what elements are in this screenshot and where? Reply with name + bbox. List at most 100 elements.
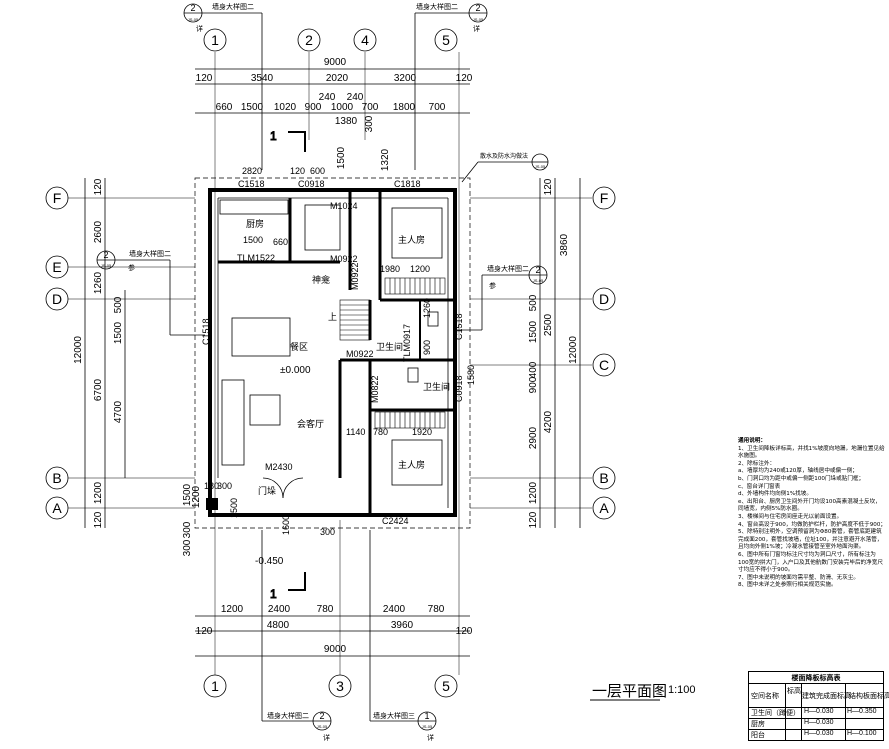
notes-line: a、墙厚均为240或120厚，轴线居中或偏一侧；	[738, 468, 858, 475]
callout-sheet-tl: JS-05	[188, 17, 199, 22]
axis-label-top-4: 4	[361, 32, 369, 48]
svg-text:1200: 1200	[528, 481, 539, 504]
callout-can-rm: 参	[489, 281, 496, 290]
door-window-tags: C1518 C0918 C1818 M1024 TLM1522 M0922 M0…	[201, 166, 476, 537]
svg-text:4800: 4800	[267, 620, 290, 631]
svg-text:C2424: C2424	[382, 516, 409, 526]
svg-text:C0918: C0918	[454, 375, 464, 402]
axis-label-top-1: 1	[211, 32, 219, 48]
svg-text:780: 780	[317, 604, 334, 615]
callout-xiang-br: 详	[427, 733, 434, 742]
svg-text:660: 660	[273, 237, 288, 247]
callout-sheet-tr: JS-05	[473, 17, 484, 22]
svg-text:TLM0917: TLM0917	[402, 324, 412, 362]
svg-text:700: 700	[429, 102, 446, 113]
dims-top: 9000 120 3540 2020 3200 120 660 1500 102…	[195, 57, 473, 171]
svg-text:120: 120	[93, 511, 104, 528]
notes-line: 3、楼梯间与住宅房间座走光以前面设置。	[738, 513, 843, 520]
svg-text:2400: 2400	[383, 604, 406, 615]
level-table-cell: H—0.030	[804, 708, 834, 715]
axis-bubble-top-2	[297, 28, 321, 52]
svg-text:120: 120	[93, 178, 104, 195]
top-axis-bubbles: 1 2 4 5	[203, 28, 458, 52]
walls	[206, 188, 457, 517]
svg-text:120: 120	[456, 626, 473, 637]
dims-right: 12000 120 3860 2500 1500 900 4200 2900 1…	[528, 178, 581, 528]
svg-text:1500: 1500	[113, 321, 124, 344]
svg-text:3200: 3200	[394, 73, 417, 84]
callout-label-bl: 墙身大样图二	[267, 711, 309, 720]
svg-text:1020: 1020	[274, 102, 297, 113]
svg-text:2820: 2820	[242, 166, 262, 176]
svg-text:120: 120	[196, 73, 213, 84]
notes-line: c、窗台详门窗表	[738, 483, 781, 490]
svg-text:120: 120	[196, 626, 213, 637]
axis-label-left-E: E	[52, 259, 61, 275]
svg-text:M0922: M0922	[346, 349, 374, 359]
svg-text:1260: 1260	[422, 298, 432, 318]
svg-text:900: 900	[528, 376, 539, 393]
svg-text:M0922: M0922	[330, 254, 358, 264]
axis-label-bottom-3: 3	[336, 678, 344, 694]
svg-text:门垛: 门垛	[258, 485, 276, 496]
room-labels: 厨房 1500 神龛 餐区 会客厅 卫生间 卫生间 主人房 主人房 上 ±0.0…	[243, 218, 450, 567]
svg-text:1320: 1320	[380, 148, 391, 171]
svg-text:12000: 12000	[568, 336, 579, 364]
column-icon	[206, 498, 218, 510]
level-table-cell: H—0.030	[804, 719, 834, 726]
kitchen-dim: 1500	[243, 235, 263, 245]
detail-callouts: 2 JS-05 详 墙身大样图二 2 JS-05 详 墙身大样图二 2 JS-0…	[96, 2, 549, 742]
notes-line: 2、除标注外：	[738, 460, 776, 467]
section-marks: 1 1	[270, 129, 306, 602]
level-table-title: 楼面降板标高表	[791, 675, 841, 682]
axis-bubble-bottom-5	[434, 674, 458, 698]
svg-text:400: 400	[528, 361, 539, 378]
dims-left: 12000 120 2600 1260 6700 1200 120 1500 4…	[73, 178, 202, 556]
callout-label-rm: 墙身大样图二	[487, 264, 529, 273]
svg-text:1500: 1500	[229, 498, 239, 518]
svg-text:300: 300	[320, 527, 335, 537]
dim-top-overall: 9000	[324, 57, 347, 68]
svg-text:M0922: M0922	[350, 262, 360, 290]
axis-label-left-A: A	[52, 500, 62, 516]
level-table-header: 建筑完成面标高	[802, 693, 851, 700]
axis-label-bottom-1: 1	[211, 678, 219, 694]
svg-text:240: 240	[347, 92, 364, 103]
notes-heading: 通用说明：	[738, 438, 766, 444]
svg-text:2400: 2400	[268, 604, 291, 615]
callout-sheet-rm: JS-05	[533, 278, 544, 283]
svg-text:3540: 3540	[251, 73, 274, 84]
drawing-title: 一层平面图	[592, 683, 668, 700]
notes-line: 6、图中所有门窗均标注尺寸均为洞口尺寸，所有标注为100宽的拼大门，入户口及其他…	[738, 551, 883, 574]
room-living: 会客厅	[297, 418, 324, 429]
level-table-cell: H—0.100	[847, 730, 877, 737]
callout-num-bl: 2	[319, 711, 324, 721]
svg-text:240: 240	[319, 92, 336, 103]
svg-text:C0918: C0918	[298, 179, 325, 189]
right-axis-bubbles: F D C B A	[592, 186, 616, 520]
kitchen-counter-icon	[219, 199, 289, 215]
left-axis-bubbles: F E D B A	[45, 186, 69, 520]
svg-text:1140: 1140	[346, 427, 365, 437]
svg-text:4200: 4200	[543, 410, 554, 433]
svg-text:C1818: C1818	[394, 179, 421, 189]
callout-xiang-tr: 详	[473, 24, 480, 33]
svg-text:120: 120	[456, 73, 473, 84]
room-bath-2: 卫生间	[423, 381, 450, 392]
general-notes: 通用说明： 1、卫生间降板详标高，并找1%坡度向地漏，地漏位置见给水施图。 2、…	[738, 438, 886, 590]
callout-label-lm: 墙身大样图二	[129, 249, 171, 258]
callout-sheet-br: JS-05	[422, 724, 433, 729]
notes-line: 1、卫生间降板详标高，并找1%坡度向地漏，地漏位置见给水施图。	[738, 445, 885, 460]
svg-text:M0822: M0822	[370, 375, 380, 403]
callout-note-tr: 散水及防水沟做法	[480, 152, 528, 160]
svg-text:120: 120	[543, 178, 554, 195]
notes-line: d、外墙构件均向侧1%找坡。	[738, 491, 812, 498]
svg-text:1800: 1800	[393, 102, 416, 113]
svg-text:500: 500	[113, 296, 124, 313]
svg-text:120: 120	[290, 166, 305, 176]
svg-text:2500: 2500	[543, 313, 554, 336]
callout-num-br: 1	[424, 711, 429, 721]
svg-text:1200: 1200	[410, 264, 430, 274]
toilet-icon	[427, 311, 439, 327]
